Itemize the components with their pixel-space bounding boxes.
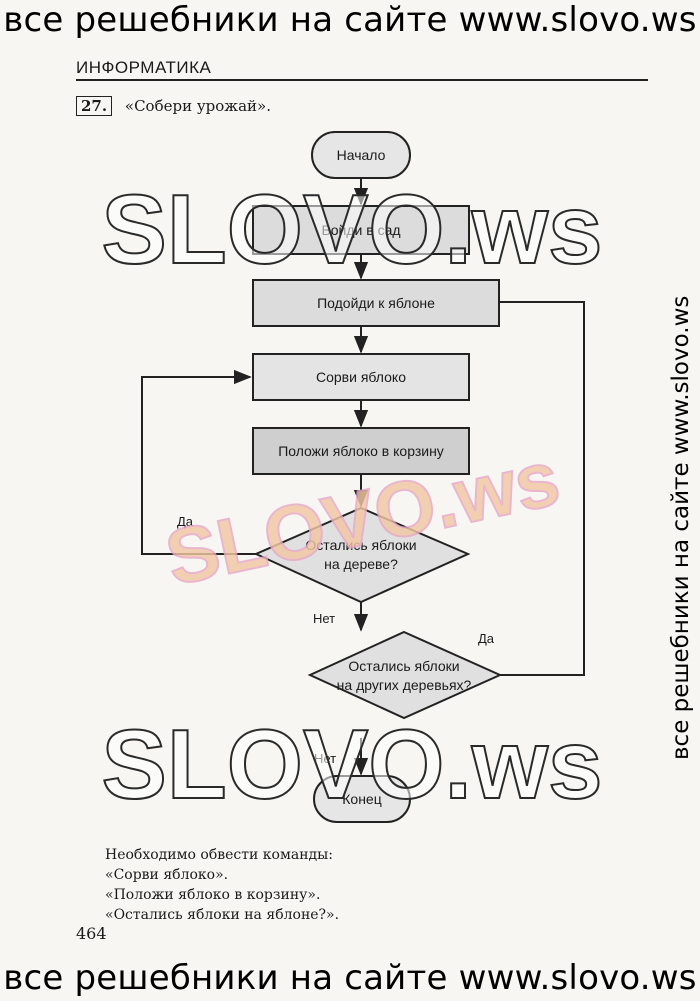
step-approach-tree-label: Подойди к яблоне — [317, 295, 435, 311]
notes-line: «Сорви яблоко». — [105, 867, 229, 883]
edge-decision2-yes-loop — [470, 294, 585, 676]
decision-apples-other-trees — [307, 630, 503, 720]
step-put-in-basket-label: Положи яблоко в корзину — [278, 443, 444, 459]
subject-rule — [76, 79, 648, 81]
label-no-other-trees: Нет — [314, 751, 336, 766]
watermark-logo-top: SLOVO.ws — [101, 174, 602, 284]
step-pick-apple — [252, 353, 470, 401]
task-heading: 27. «Собери урожай». — [76, 96, 271, 116]
decision-apples-on-tree-line2: на дереве? — [324, 556, 398, 572]
task-title: «Собери урожай». — [124, 97, 271, 115]
notes-line: «Положи яблоко в корзину». — [105, 887, 321, 903]
label-yes-tree: Да — [177, 514, 194, 529]
step-approach-tree — [252, 279, 500, 327]
end-label: Конец — [342, 791, 381, 807]
subject-heading: ИНФОРМАТИКА — [76, 58, 212, 77]
watermark-banner-bottom: все решебники на сайте www.slovo.ws — [3, 958, 697, 998]
notes-intro: Необходимо обвести команды: — [105, 847, 334, 863]
watermark-logo-bottom: SLOVO.ws — [101, 709, 602, 819]
step-pick-apple-label: Сорви яблоко — [316, 369, 406, 385]
start-label: Начало — [337, 147, 386, 163]
notes-block: Необходимо обвести команды: «Сорви яблок… — [105, 845, 339, 925]
page-number: 464 — [76, 924, 107, 943]
flowchart-edges — [141, 178, 585, 776]
decision-apples-other-trees-line1: Остались яблоки — [348, 658, 459, 674]
task-number: 27. — [76, 96, 113, 116]
label-no-tree: Нет — [313, 611, 335, 626]
step-put-in-basket — [252, 427, 470, 475]
decision-apples-other-trees-line2: на других деревьях? — [337, 677, 472, 693]
notes-line: «Остались яблоки на яблоне?». — [105, 907, 340, 923]
step-enter-garden — [252, 205, 470, 255]
watermark-banner-top: все решебники на сайте www.slovo.ws — [3, 0, 697, 40]
label-yes-other-trees: Да — [478, 631, 495, 646]
start-terminal — [311, 131, 411, 179]
decision-apples-on-tree-line1: Остались яблоки — [305, 537, 416, 553]
edge-decision1-yes-loop — [141, 369, 256, 555]
end-terminal — [313, 775, 411, 823]
decision-apples-on-tree — [253, 506, 471, 604]
step-enter-garden-label: Войди в сад — [321, 222, 400, 238]
